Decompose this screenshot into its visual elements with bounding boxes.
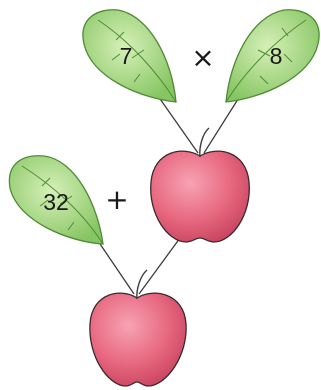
leaf-32-value: 32	[43, 189, 69, 215]
multiply-operator: ×	[191, 41, 214, 74]
add-operator: +	[105, 183, 128, 216]
leaf-7: 7	[82, 9, 177, 103]
apple-product	[150, 127, 250, 243]
line-leaf32-to-apple	[95, 237, 135, 295]
apple-sum-stem	[136, 269, 148, 300]
leaf-7-value: 7	[120, 43, 133, 69]
line-leaf7-to-apple	[157, 95, 199, 154]
apple-sum-body	[89, 292, 187, 387]
apple-product-body	[150, 150, 250, 243]
connector-lines	[95, 95, 241, 295]
leaf-8-shape	[225, 9, 320, 103]
leaf-7-shape	[82, 9, 177, 103]
leaf-32-shape	[8, 155, 104, 245]
leaf-32-vein	[21, 165, 104, 245]
leaf-8: 8	[225, 9, 320, 103]
leaf-7-vein	[97, 19, 177, 103]
leaf-8-vein	[225, 19, 307, 103]
leaf-8-value: 8	[270, 43, 283, 69]
apple-sum	[89, 269, 187, 387]
leaf-32: 32	[8, 155, 104, 245]
apple-product-stem	[199, 127, 210, 158]
line-leaf8-to-apple	[203, 95, 241, 154]
line-apple-to-apple	[138, 237, 181, 295]
